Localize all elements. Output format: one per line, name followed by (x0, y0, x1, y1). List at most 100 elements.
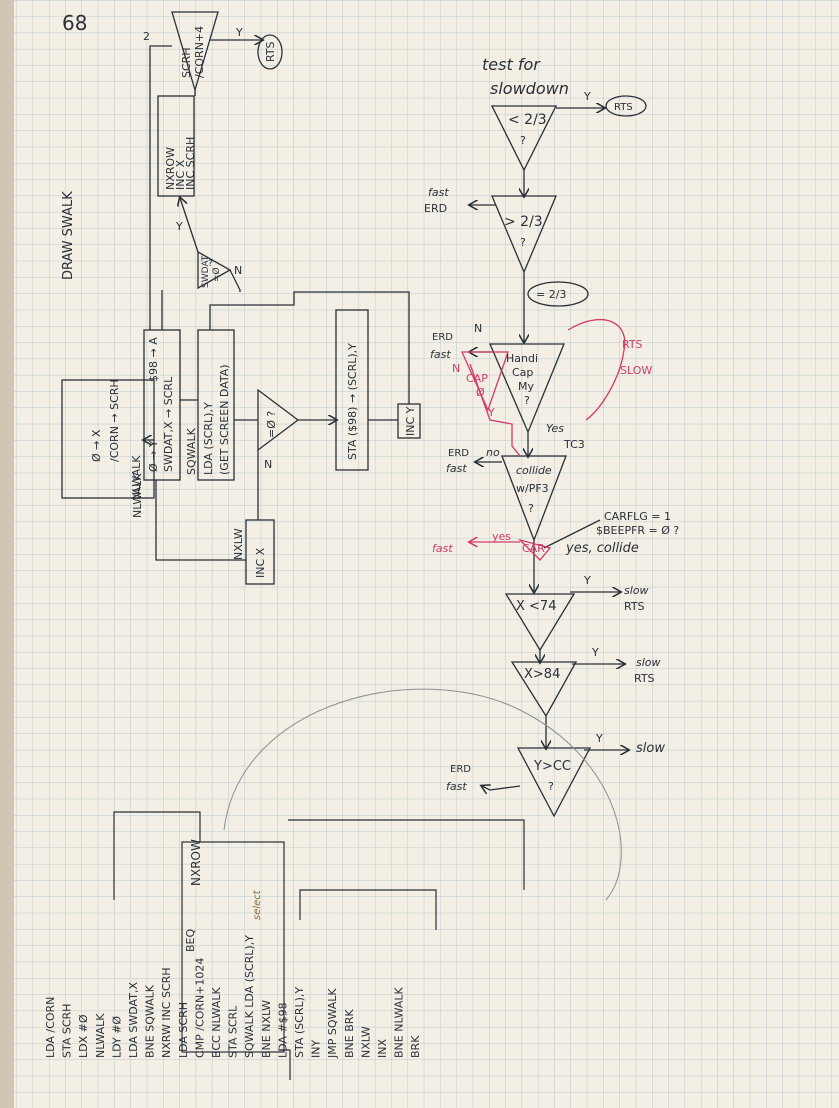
scrh-y: Y (235, 26, 243, 39)
graph-grid (14, 0, 839, 1108)
t6-y: Y (591, 646, 599, 659)
test-lt-two-thirds (490, 105, 558, 172)
t5-y: Y (583, 574, 591, 587)
t4-fast-1: ERD (448, 448, 469, 459)
incx-label: INC X (254, 547, 267, 578)
code-line: BNE BRK (343, 1009, 356, 1058)
code-loop-box (181, 841, 285, 1053)
code-boxes (113, 811, 525, 1080)
scrh-line-2: /CORN+4 (193, 26, 206, 78)
zero-test-label: =Ø ? (265, 411, 278, 438)
scrh-test-triangle (171, 11, 219, 93)
scrh-two: 2 (143, 30, 150, 43)
red-rts: RTS (622, 338, 643, 351)
code-line: LDA /CORN (44, 997, 57, 1058)
code-line: BRK (409, 1035, 422, 1058)
nxrow-box (157, 95, 195, 197)
red-n: N (452, 362, 460, 375)
red-annotation-text: N CAP Ø Y RTS SLOW fast yes CAR (432, 338, 652, 555)
scrh-rts: RTS (264, 41, 277, 62)
eq-two-thirds-oval (527, 281, 589, 307)
rts-oval (257, 34, 283, 70)
main-line-3: SWDAT,X → SCRL (162, 376, 175, 472)
red-car: CAR (522, 542, 545, 555)
code-annotations: NXROW BEQ select (184, 839, 263, 952)
red-zero: Ø (476, 386, 485, 399)
sqwalk-line-1: LDA (SCRL),Y (202, 402, 215, 475)
code-line: JMP SQWALK (326, 988, 339, 1059)
code-line: BNE SQWALK (144, 984, 157, 1058)
code-ann-beq: BEQ (184, 929, 197, 952)
code-line: STA SCRH (61, 1004, 74, 1058)
t2-line-1: > 2/3 (504, 214, 543, 230)
iny-label: INC Y (404, 406, 417, 436)
t3-line-4: ? (524, 394, 530, 407)
code-line: BCC NLWALK (210, 987, 223, 1058)
red-fast: fast (432, 542, 453, 555)
swdat-line-3: ? (208, 259, 213, 269)
code-line: NLWALK (94, 1013, 107, 1058)
left-flowchart (61, 11, 421, 585)
carflg-line-1: CARFLG = 1 (604, 510, 671, 523)
sta-label: STA ($98) → (SCRL),Y (346, 343, 359, 460)
t4-line-2: w/PF3 (516, 482, 549, 495)
code-line: LDX #Ø (77, 1014, 90, 1058)
t4-line-1: collide (516, 464, 552, 477)
init-line-1: Ø → X (90, 429, 103, 462)
red-yes: yes (492, 530, 511, 543)
t7-line-2: ? (548, 780, 554, 793)
code-line: STA SCRL (227, 1005, 240, 1058)
nxrow-line-3: INC SCRH (184, 137, 197, 190)
t7-line-1: Y>CC (533, 759, 571, 774)
swdat-n: N (234, 264, 242, 277)
t3-fast-2: fast (430, 348, 451, 361)
t4-label: TC3 (563, 438, 585, 451)
eq23-label: = 2/3 (536, 288, 566, 301)
incx-tag: NXLW (232, 528, 245, 560)
t3-yes: Yes (546, 422, 564, 435)
t6-out-1: slow (636, 656, 661, 669)
code-line: LDA SWDAT,X (127, 982, 140, 1058)
red-y: Y (487, 406, 495, 419)
t2-fast-2: ERD (424, 202, 447, 215)
test-handicap (489, 343, 565, 434)
scrh-line-1: SCRH (180, 47, 193, 78)
test-collide (501, 455, 567, 542)
init-box (61, 379, 155, 499)
sqwalk-line-2: (GET SCREEN DATA) (218, 364, 231, 475)
t5-out-1: slow (624, 584, 649, 597)
main-line-2: $98 → A (147, 337, 160, 382)
t1-rts: RTS (614, 102, 633, 113)
t6-out-2: RTS (634, 672, 655, 685)
main-label: NLWALK (131, 473, 144, 518)
code-line: LDA #$98 (276, 1002, 289, 1058)
t7-fast-2: fast (446, 780, 467, 793)
t3-n: N (474, 322, 482, 335)
t4-line-3: ? (528, 502, 534, 515)
init-label: NLWALK (130, 455, 143, 500)
left-flowchart-text: DRAW SWALK Ø → X /CORN → SCRH NLWALK Ø →… (61, 26, 417, 578)
code-line: LDA SCRH (177, 1002, 190, 1058)
main-line-1: Ø → Y (147, 440, 160, 472)
red-cap: CAP (466, 372, 488, 385)
t5-label: X <74 (516, 599, 556, 614)
nxrow-line-1: NXROW (164, 147, 177, 190)
slowdown-title-2: slowdown (490, 79, 569, 98)
t1-y: Y (583, 90, 591, 103)
test-x-lt-74 (504, 593, 576, 652)
t3-line-3: My (518, 380, 534, 393)
t1-line-1: < 2/3 (508, 112, 547, 128)
t1-line-2: ? (520, 134, 526, 147)
slowdown-title-1: test for (482, 55, 541, 74)
test-gt-two-thirds (491, 195, 557, 274)
t7-out: slow (636, 741, 665, 756)
t3-line-1: Handi (506, 352, 538, 365)
t7-fast-1: ERD (450, 764, 471, 775)
code-line: BNE NXLW (260, 1000, 273, 1058)
draw-swalk-title: DRAW SWALK (61, 191, 76, 280)
sqwalk-box (197, 329, 235, 481)
t6-label: X>84 (524, 667, 560, 682)
code-line: SQWALK LDA (SCRL),Y (243, 935, 256, 1058)
